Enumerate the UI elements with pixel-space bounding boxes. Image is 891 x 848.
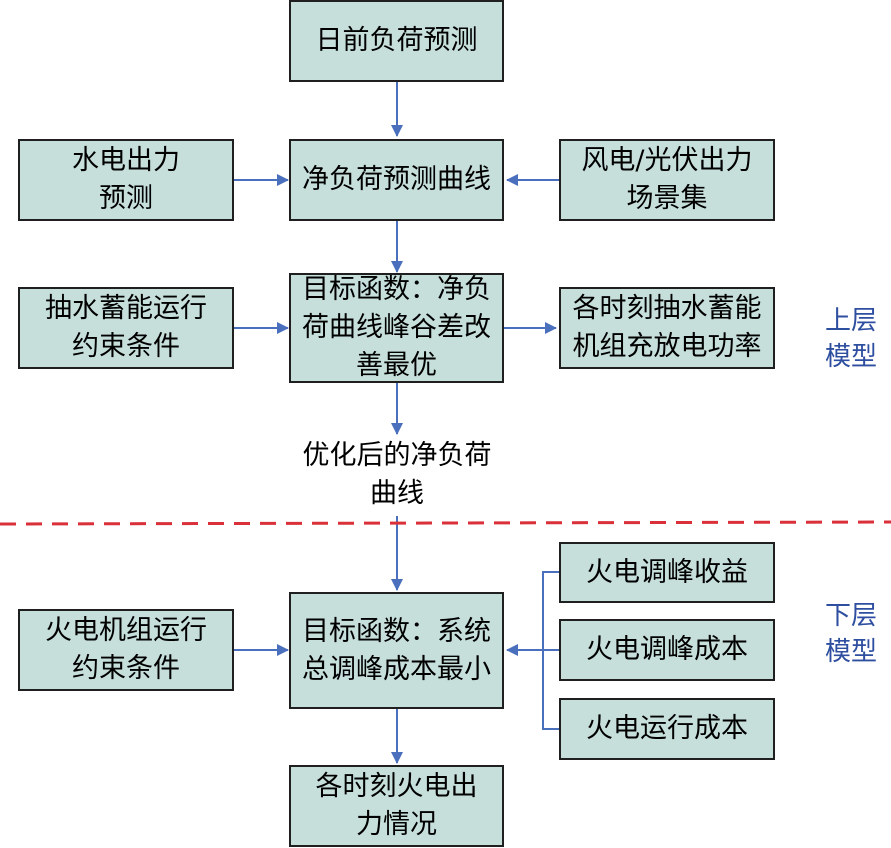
thermal-constraints-label: 火电机组运行 约束条件 <box>45 615 207 684</box>
pumped-storage-power-box: 各时刻抽水蓄能 机组充放电功率 <box>559 287 775 369</box>
thermal-peak-revenue-label: 火电调峰收益 <box>586 556 748 588</box>
thermal-output-label: 各时刻火电出 力情况 <box>315 771 478 840</box>
upper-model-label: 上层 模型 <box>824 306 877 372</box>
model-divider <box>0 520 891 526</box>
thermal-output-box: 各时刻火电出 力情况 <box>289 765 504 847</box>
hydro-forecast-box: 水电出力 预测 <box>18 139 234 221</box>
hydro-forecast-label: 水电出力 预测 <box>72 145 180 214</box>
thermal-operating-cost-box: 火电运行成本 <box>559 698 775 760</box>
lower-model-label: 下层 模型 <box>824 601 877 667</box>
lower-objective-label: 目标函数：系统 总调峰成本最小 <box>302 615 491 685</box>
pumped-storage-constraints-box: 抽水蓄能运行 约束条件 <box>18 287 234 369</box>
thermal-peak-cost-label: 火电调峰成本 <box>586 634 748 665</box>
optimized-net-load-text: 优化后的净负荷 曲线 <box>302 440 492 509</box>
upper-objective-box: 目标函数：净负 荷曲线峰谷差改 善最优 <box>289 273 504 383</box>
thermal-peak-revenue-box: 火电调峰收益 <box>559 542 775 603</box>
pumped-storage-power-label: 各时刻抽水蓄能 机组充放电功率 <box>572 293 762 362</box>
net-load-curve-box: 净负荷预测曲线 <box>289 139 504 221</box>
pumped-storage-constraints-label: 抽水蓄能运行 约束条件 <box>45 293 207 362</box>
upper-objective-label: 目标函数：净负 荷曲线峰谷差改 善最优 <box>302 274 491 381</box>
wind-pv-scenarios-box: 风电/光伏出力 场景集 <box>559 139 775 221</box>
net-load-curve-label: 净负荷预测曲线 <box>302 164 491 195</box>
lower-objective-box: 目标函数：系统 总调峰成本最小 <box>289 592 504 709</box>
day-ahead-load-forecast-label: 日前负荷预测 <box>315 25 478 56</box>
day-ahead-load-forecast-box: 日前负荷预测 <box>289 0 504 82</box>
wind-pv-scenarios-label: 风电/光伏出力 场景集 <box>581 145 753 214</box>
thermal-constraints-box: 火电机组运行 约束条件 <box>18 609 234 691</box>
thermal-operating-cost-label: 火电运行成本 <box>586 713 748 744</box>
thermal-peak-cost-box: 火电调峰成本 <box>559 619 775 681</box>
